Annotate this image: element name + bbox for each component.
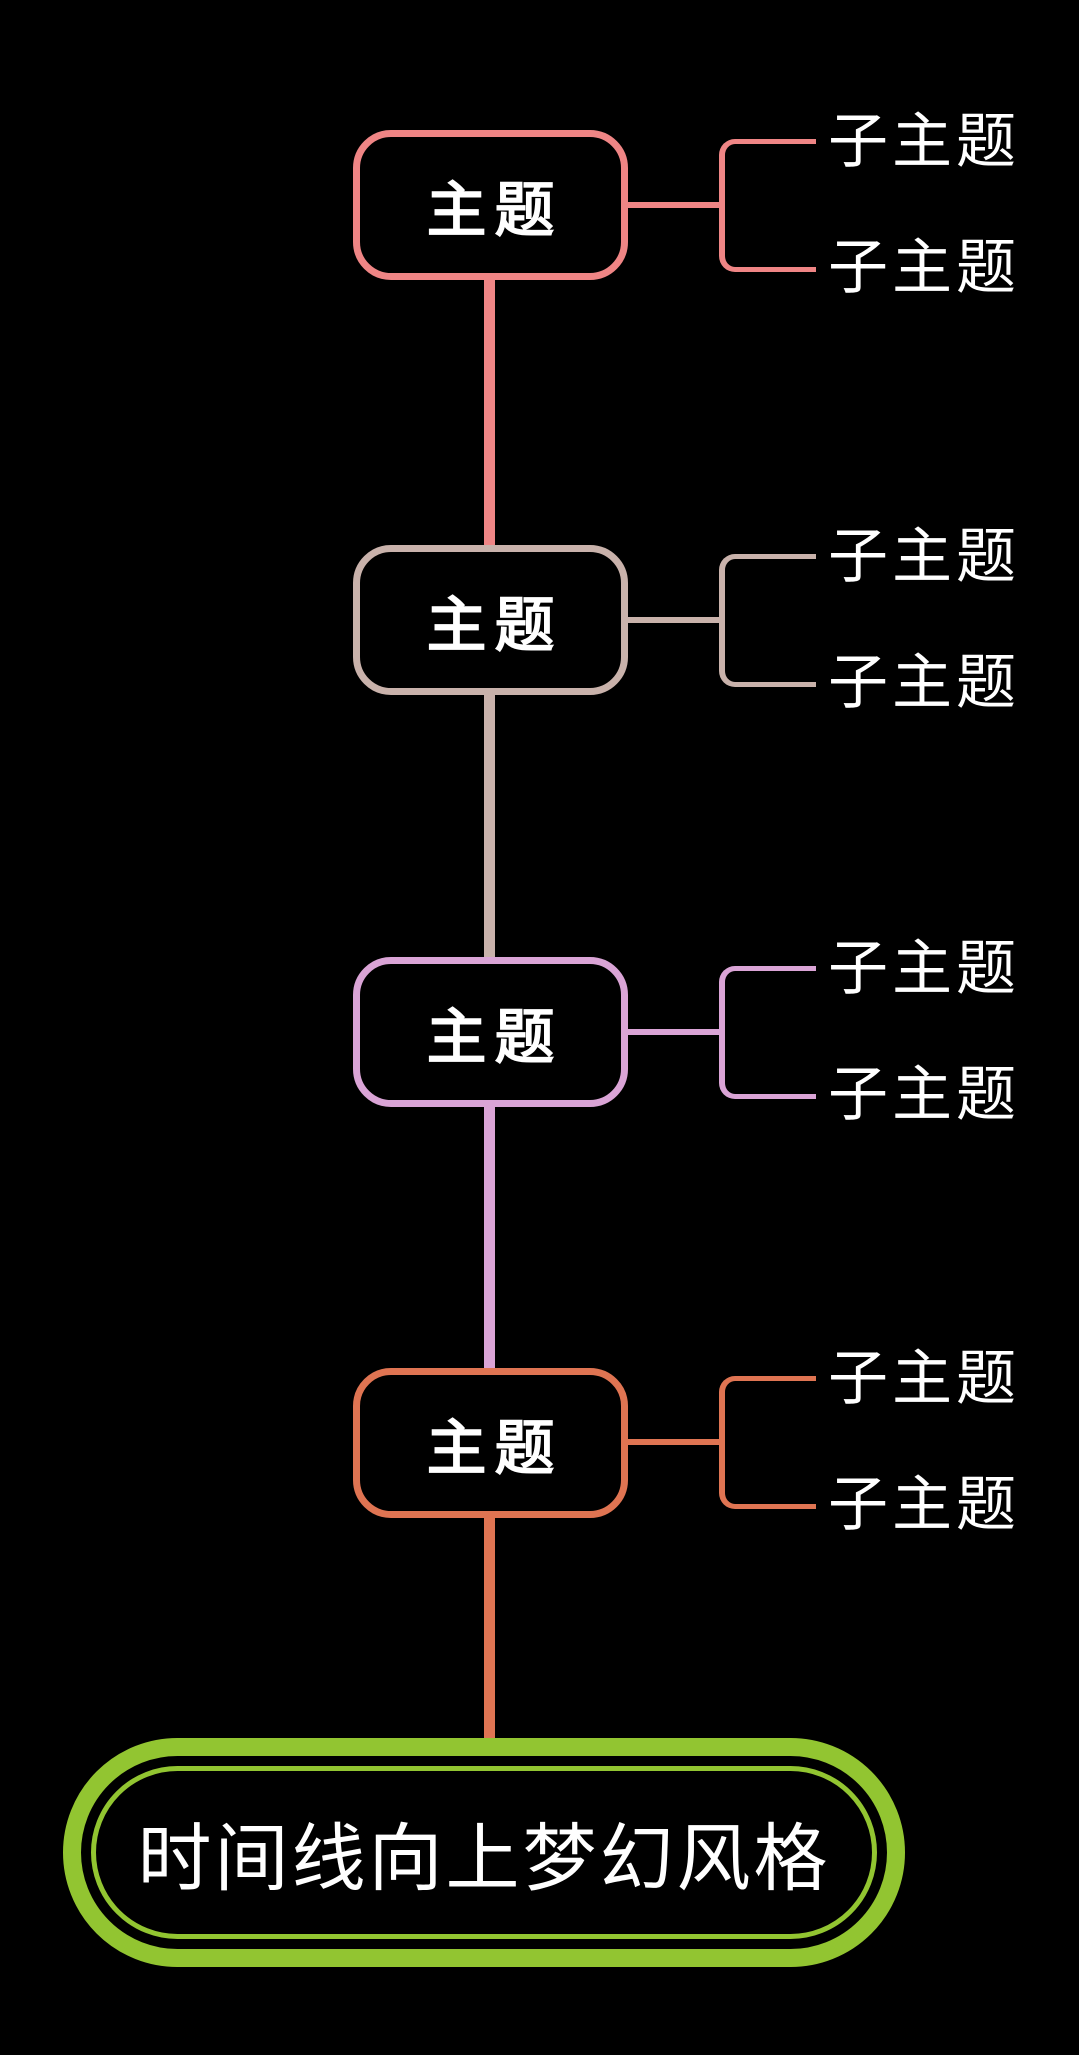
- topic-node-3[interactable]: 主题: [353, 957, 628, 1107]
- timeline-segment-4: [484, 1515, 495, 1741]
- topic-subtopic-connector: [626, 1029, 722, 1035]
- topic-label: 主题: [426, 176, 563, 244]
- topic-label: 主题: [426, 591, 563, 659]
- subtopic-node[interactable]: 子主题: [828, 109, 1020, 175]
- subtopic-node[interactable]: 子主题: [828, 524, 1020, 590]
- topic-subtopic-connector: [626, 202, 722, 208]
- topic-node-1[interactable]: 主题: [353, 130, 628, 280]
- subtopic-node[interactable]: 子主题: [828, 1472, 1020, 1538]
- subtopic-node[interactable]: 子主题: [828, 936, 1020, 1002]
- topic-node-4[interactable]: 主题: [353, 1368, 628, 1518]
- subtopic-node[interactable]: 子主题: [828, 650, 1020, 716]
- subtopic-node[interactable]: 子主题: [828, 1062, 1020, 1128]
- topic-subtopic-connector: [626, 617, 722, 623]
- subtopic-bracket: [719, 139, 816, 272]
- subtopic-bracket: [719, 554, 816, 687]
- root-node[interactable]: 时间线向上梦幻风格: [63, 1738, 905, 1967]
- subtopic-bracket: [719, 1376, 816, 1509]
- subtopic-node[interactable]: 子主题: [828, 1346, 1020, 1412]
- topic-subtopic-connector: [626, 1439, 722, 1445]
- topic-node-2[interactable]: 主题: [353, 545, 628, 695]
- subtopic-node[interactable]: 子主题: [828, 235, 1020, 301]
- timeline-segment-1: [484, 277, 495, 548]
- timeline-segment-3: [484, 1104, 495, 1371]
- topic-label: 主题: [426, 1003, 563, 1071]
- topic-label: 主题: [426, 1414, 563, 1482]
- root-label: 时间线向上梦幻风格: [137, 1819, 831, 1901]
- subtopic-bracket: [719, 966, 816, 1099]
- timeline-segment-2: [484, 692, 495, 960]
